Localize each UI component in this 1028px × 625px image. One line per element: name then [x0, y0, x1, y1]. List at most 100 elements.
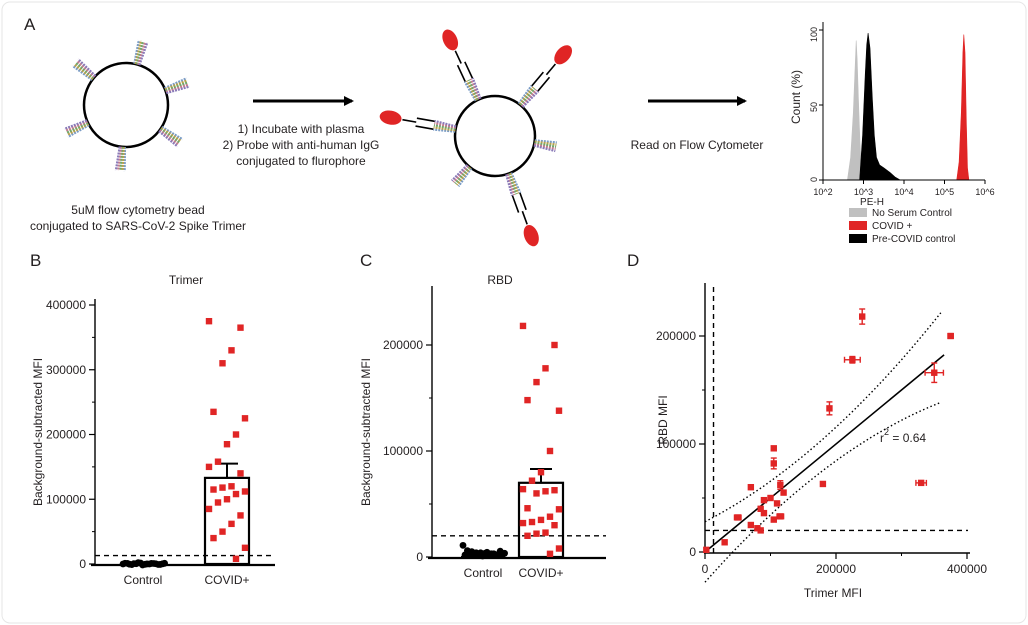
trimer-strand [119, 146, 124, 171]
trimer-strand [65, 121, 89, 134]
panel-d-y-label: RBD MFI [656, 395, 670, 444]
correlation-point-group [859, 308, 866, 325]
antibody-arm [415, 125, 434, 130]
trimer-strand [159, 128, 181, 144]
spike-trimer [450, 164, 473, 187]
control-point [459, 541, 467, 549]
correlation-point-group [770, 516, 777, 523]
step-line-2: 2) Probe with anti-human IgG [223, 138, 380, 152]
trimer-strand [452, 165, 470, 183]
y-tick-label: 400000 [46, 298, 86, 312]
correlation-point-group [760, 496, 768, 504]
trimer-strand [160, 127, 182, 142]
legend-label-covid: COVID + [872, 221, 912, 232]
antibody-stem [454, 50, 462, 64]
spike-trimer [63, 119, 90, 138]
correlation-point [770, 460, 777, 467]
correlation-point-group [760, 509, 768, 517]
correlation-point [770, 445, 777, 452]
trimer-strand [454, 165, 471, 185]
covid-point [228, 483, 235, 490]
histogram-x-tick-label: 10^4 [894, 187, 913, 197]
histogram-x-tick-label: 10^3 [854, 187, 873, 197]
covid-point [542, 529, 549, 536]
trimer-strand [121, 146, 125, 171]
histogram-legend: No Serum Control COVID + Pre-COVID contr… [849, 208, 955, 245]
correlation-point-group [770, 445, 777, 452]
y-tick-label: 200000 [656, 329, 696, 343]
r-squared-superscript: 2 [884, 427, 889, 437]
covid-point [551, 341, 558, 349]
correlation-point-group [826, 401, 833, 416]
correlation-point [777, 513, 784, 520]
correlation-point-group [843, 355, 861, 364]
y-tick-label: 100000 [46, 492, 86, 506]
trimer-strand [455, 166, 472, 186]
histogram-x-tick-label: 10^6 [975, 187, 994, 197]
r-squared-r: r [880, 431, 884, 445]
trimer-strand [135, 40, 145, 65]
correlation-point-group [915, 479, 928, 487]
trimer-strand [533, 144, 556, 153]
trimer-strand [165, 81, 189, 92]
trimer-strand [506, 173, 516, 196]
covid-point [241, 544, 249, 552]
legend-label-no-serum: No Serum Control [872, 208, 952, 219]
panel-c: C RBD Background-subtracted MFI 01000002… [359, 251, 606, 580]
legend-swatch-covid [849, 221, 867, 230]
trimer-strand [77, 58, 97, 77]
histogram-y-tick-label: 100 [809, 27, 819, 42]
trimer-strand [133, 39, 140, 64]
bead-caption-line-2: conjugated to SARS-CoV-2 Spike Trimer [30, 219, 246, 233]
spike-trimer [505, 172, 522, 197]
legend-item-no-serum: No Serum Control [849, 208, 952, 219]
trimer-strand [508, 172, 520, 194]
histogram-y-tick-label: 0 [809, 177, 819, 182]
covid-point [542, 365, 549, 372]
correlation-point [747, 484, 755, 491]
covid-point [555, 407, 563, 414]
trimer-strand [158, 129, 180, 146]
covid-point [237, 470, 244, 477]
spike-trimer-group-2 [433, 77, 557, 197]
category-label: Control [464, 566, 503, 580]
legend-label-pre-covid: Pre-COVID control [872, 234, 955, 245]
trimer-strand [433, 124, 456, 131]
trimer-strand [510, 172, 522, 194]
covid-point [519, 485, 527, 493]
trimer-strand [433, 128, 456, 133]
correlation-point-group [773, 500, 781, 507]
covid-point [524, 532, 531, 539]
antibody-arm [519, 192, 527, 211]
covid-point [228, 347, 235, 354]
correlation-point-group [757, 527, 764, 534]
trimer-strand [469, 78, 481, 100]
correlation-point-group [819, 480, 827, 488]
correlation-point-group [754, 525, 761, 532]
correlation-point-group [947, 332, 954, 340]
correlation-point [757, 505, 764, 512]
covid-point [219, 528, 226, 535]
antibody-stem [521, 210, 528, 225]
correlation-point-group [747, 484, 755, 491]
correlation-point-group [747, 521, 755, 529]
y-tick-label: 0 [689, 545, 696, 559]
histogram-series-covid [956, 34, 970, 181]
trimer-strand [534, 139, 557, 144]
covid-point [533, 530, 540, 537]
covid-point [551, 522, 558, 529]
fluorophore [523, 224, 539, 247]
trimer-strand [533, 143, 556, 151]
correlation-point [780, 489, 787, 496]
trimer-strand [450, 164, 469, 182]
trimer-strand [165, 83, 190, 93]
covid-point [237, 324, 244, 331]
covid-point [205, 505, 213, 513]
covid-point [214, 458, 222, 465]
category-label: Control [124, 573, 163, 587]
category-label: COVID+ [518, 566, 563, 580]
covid-point [551, 487, 558, 494]
correlation-point [767, 494, 774, 502]
covid-point [555, 506, 563, 513]
